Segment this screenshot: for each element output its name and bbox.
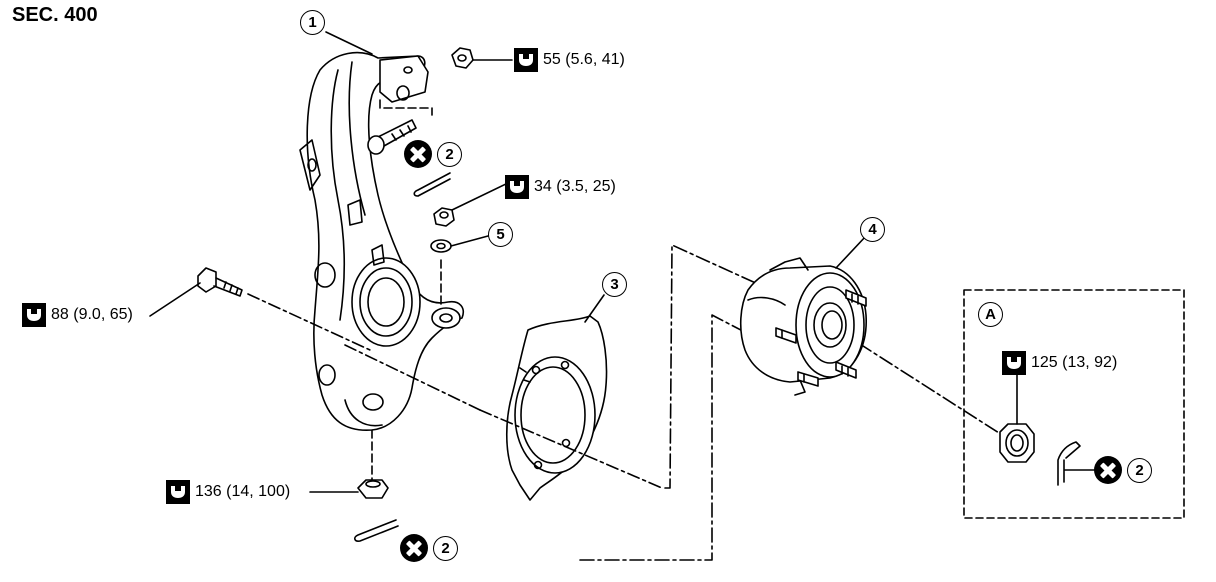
torque-tie-rod-nut: 34 (3.5, 25) bbox=[505, 175, 616, 199]
axis-lines bbox=[579, 244, 1011, 561]
callout-steering-knuckle: 1 bbox=[300, 10, 325, 35]
torque-hub-nut: 125 (13, 92) bbox=[1002, 351, 1117, 375]
steering-knuckle bbox=[299, 51, 464, 431]
torque-wrench-icon bbox=[166, 480, 190, 504]
splash-guard bbox=[479, 315, 663, 501]
torque-upper-nut: 55 (5.6, 41) bbox=[514, 48, 625, 72]
callout-splash-guard: 3 bbox=[602, 272, 627, 297]
callout-cotter-pin: 2 bbox=[433, 535, 458, 561]
wheel-hub-bearing bbox=[739, 257, 867, 396]
hub-cotter-pin bbox=[1057, 441, 1095, 486]
torque-wrench-icon bbox=[22, 303, 46, 327]
upper-nut bbox=[451, 47, 513, 69]
not-reusable-upper: 2 bbox=[404, 140, 462, 168]
hub-nut bbox=[999, 374, 1035, 463]
callout-wheel-hub-bearing: 4 bbox=[860, 217, 885, 242]
torque-value: 88 (9.0, 65) bbox=[51, 306, 133, 323]
torque-wrench-icon bbox=[505, 175, 529, 199]
strut-bolt bbox=[149, 267, 481, 411]
torque-value: 55 (5.6, 41) bbox=[543, 51, 625, 68]
upper-bolt bbox=[367, 99, 433, 155]
not-reusable-detail: 2 bbox=[1094, 456, 1152, 484]
callout-cotter-pin: 2 bbox=[437, 141, 462, 167]
x-circle-icon bbox=[400, 534, 428, 562]
x-circle-icon bbox=[1094, 456, 1122, 484]
upper-cotter-pin bbox=[413, 172, 451, 197]
torque-wrench-icon bbox=[514, 48, 538, 72]
callout-cotter-pin: 2 bbox=[1127, 457, 1152, 483]
torque-value: 125 (13, 92) bbox=[1031, 354, 1118, 371]
not-reusable-lower: 2 bbox=[400, 534, 458, 562]
lower-nut bbox=[309, 429, 389, 499]
tie-rod-nut bbox=[433, 181, 511, 227]
torque-lower-nut: 136 (14, 100) bbox=[166, 480, 290, 504]
torque-wrench-icon bbox=[1002, 351, 1026, 375]
section-title: SEC. 400 bbox=[12, 4, 98, 26]
leader-lines bbox=[325, 31, 867, 323]
x-circle-icon bbox=[404, 140, 432, 168]
detail-a-frame bbox=[963, 289, 1185, 519]
torque-value: 136 (14, 100) bbox=[195, 483, 291, 500]
torque-strut-bolt: 88 (9.0, 65) bbox=[22, 303, 133, 327]
callout-detail-a: A bbox=[978, 302, 1003, 327]
torque-value: 34 (3.5, 25) bbox=[534, 178, 616, 195]
washer bbox=[430, 235, 489, 306]
lower-cotter-pin bbox=[354, 519, 399, 542]
callout-washer: 5 bbox=[488, 222, 513, 247]
